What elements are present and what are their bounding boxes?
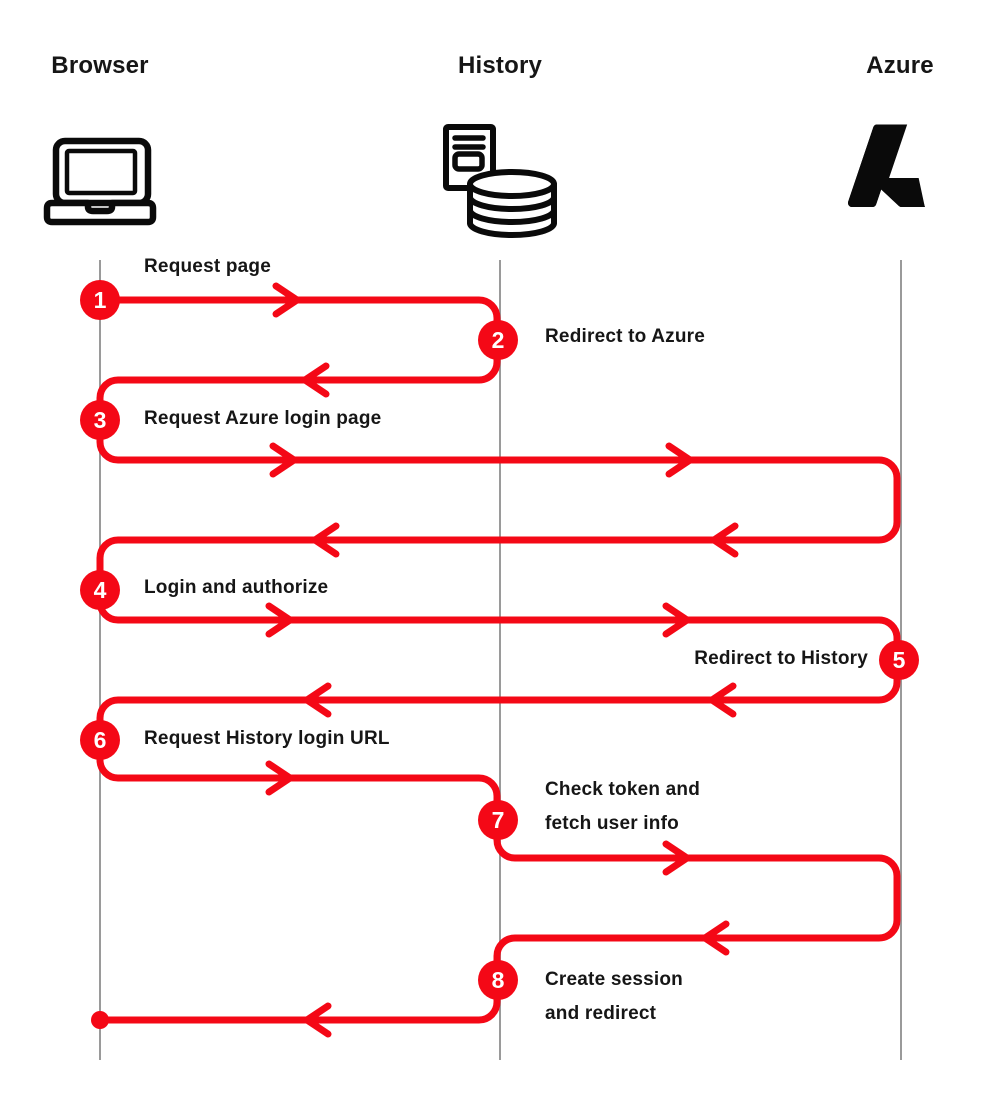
step-circle-1 [80, 280, 120, 320]
actor-label-azure: Azure [866, 52, 934, 79]
arrowhead-left [701, 920, 730, 956]
arrowhead-left [710, 522, 739, 558]
step-circle-8 [478, 960, 518, 1000]
arrowhead-right [662, 602, 691, 638]
arrowheads [265, 282, 739, 1038]
arrowhead-left [301, 362, 330, 398]
azure-logo-icon [847, 124, 925, 208]
step-circle-2 [478, 320, 518, 360]
step-circles [80, 280, 919, 1029]
step-label-7-line1: Check token and [545, 779, 701, 800]
arrowhead-left [708, 682, 737, 718]
step-circle-6 [80, 720, 120, 760]
step-number-2: 2 [492, 327, 505, 353]
step-numbers: 1 2 3 4 5 6 7 8 [94, 287, 906, 993]
actor-label-browser: Browser [51, 52, 149, 79]
arrowhead-right [265, 602, 294, 638]
step-circle-4 [80, 570, 120, 610]
flow-end-dot [91, 1011, 109, 1029]
arrowhead-left [303, 682, 332, 718]
step-circle-3 [80, 400, 120, 440]
arrowhead-left [303, 1002, 332, 1038]
step-label-3: Request Azure login page [144, 408, 382, 429]
step-number-7: 7 [492, 807, 505, 833]
step-label-1: Request page [144, 256, 271, 277]
arrowhead-right [272, 282, 301, 318]
arrowhead-right [265, 760, 294, 796]
actor-label-history: History [457, 52, 543, 79]
step-number-4: 4 [94, 577, 107, 603]
step-label-7-line2: fetch user info [545, 813, 679, 834]
arrowhead-right [662, 840, 691, 876]
step-label-5: Redirect to History [694, 648, 868, 669]
step-circle-5 [879, 640, 919, 680]
step-circle-7 [478, 800, 518, 840]
step-label-2: Redirect to Azure [545, 326, 706, 347]
arrowhead-left [311, 522, 340, 558]
step-label-6: Request History login URL [144, 728, 390, 749]
step-label-4: Login and authorize [144, 577, 329, 598]
arrowhead-right [269, 442, 298, 478]
step-number-1: 1 [94, 287, 107, 313]
step-number-6: 6 [94, 727, 107, 753]
arrowhead-right [665, 442, 694, 478]
laptop-icon [43, 137, 157, 226]
step-number-8: 8 [492, 967, 505, 993]
step-number-5: 5 [893, 647, 906, 673]
step-number-3: 3 [94, 407, 107, 433]
step-label-8-line1: Create session [545, 969, 683, 990]
server-database-icon [443, 124, 557, 238]
step-label-8-line2: and redirect [545, 1003, 657, 1024]
